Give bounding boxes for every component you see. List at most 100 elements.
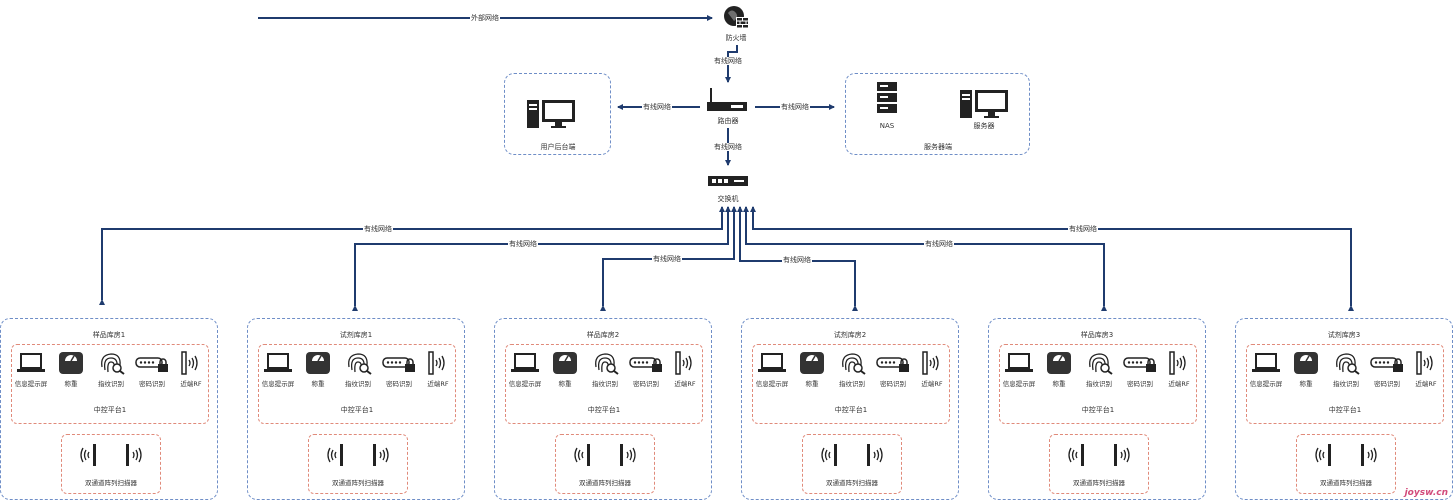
laptop-icon	[264, 353, 292, 372]
rf-label: 近端RF	[674, 380, 696, 388]
control-platform: 信息提示屏 称重	[11, 344, 209, 424]
nas-label: NAS	[879, 122, 895, 130]
scanner-right-icon	[372, 444, 389, 466]
fingerprint-label: 指纹识别	[592, 380, 618, 388]
rf-reader-icon	[675, 351, 692, 375]
fingerprint-icon	[1089, 353, 1113, 375]
scanner-box: 双通道阵列扫描器	[1296, 434, 1396, 494]
rf-device: 近端RF	[1407, 351, 1445, 388]
scale-device: 称重	[1040, 351, 1078, 388]
branch-label-1: 有线网络	[363, 225, 393, 233]
rf-label: 近端RF	[180, 380, 202, 388]
fingerprint-device: 指纹识别	[92, 351, 130, 388]
password-lock-icon	[629, 357, 662, 372]
laptop-icon	[758, 353, 786, 372]
controller-label: 中控平台1	[1328, 406, 1362, 414]
branch-label-6: 有线网络	[1068, 225, 1098, 233]
scanner-box: 双通道阵列扫描器	[555, 434, 655, 494]
scanner-box: 双通道阵列扫描器	[802, 434, 902, 494]
scanner-box: 双通道阵列扫描器	[308, 434, 408, 494]
switch-icon	[708, 176, 748, 186]
fingerprint-icon	[101, 353, 125, 375]
screen-label: 信息提示屏	[1002, 380, 1036, 388]
password-label: 密码识别	[386, 380, 412, 388]
rf-reader-icon	[1416, 351, 1433, 375]
password-label: 密码识别	[1127, 380, 1153, 388]
rf-device: 近端RF	[913, 351, 951, 388]
scale-device: 称重	[793, 351, 831, 388]
screen-label: 信息提示屏	[14, 380, 48, 388]
storage-room-4: 试剂库房2 信息提示屏 称重	[741, 318, 959, 500]
scale-label: 称重	[805, 380, 819, 388]
wired-label-router-user: 有线网络	[642, 103, 672, 111]
scanner-left-icon	[1068, 444, 1085, 466]
room-title: 试剂库房2	[833, 331, 867, 339]
branch-label-3: 有线网络	[652, 255, 682, 263]
scanner-label: 双通道阵列扫描器	[1073, 479, 1125, 487]
control-platform: 信息提示屏 称重	[505, 344, 703, 424]
branch-label-4: 有线网络	[782, 256, 812, 264]
laptop-icon	[511, 353, 539, 372]
rf-label: 近端RF	[427, 380, 449, 388]
fingerprint-icon	[348, 353, 372, 375]
scanner-right-icon	[125, 444, 142, 466]
room-title: 样品库房3	[1080, 331, 1114, 339]
rf-reader-icon	[181, 351, 198, 375]
room-title: 试剂库房3	[1327, 331, 1361, 339]
scale-icon	[59, 352, 83, 374]
router-icon	[707, 88, 747, 111]
password-device: 密码识别	[874, 351, 912, 388]
fingerprint-label: 指纹识别	[839, 380, 865, 388]
control-platform: 信息提示屏 称重	[999, 344, 1197, 424]
desktop-computer-icon	[527, 100, 575, 128]
rf-device: 近端RF	[419, 351, 457, 388]
server-group-label: 服务器端	[924, 143, 952, 151]
server-group: NAS 服务器 服务器端	[845, 73, 1030, 155]
scanner-box: 双通道阵列扫描器	[61, 434, 161, 494]
user-backend-label: 用户后台端	[540, 143, 576, 151]
branch-label-5: 有线网络	[924, 240, 954, 248]
laptop-icon	[1252, 353, 1280, 372]
control-platform: 信息提示屏 称重	[258, 344, 456, 424]
rf-label: 近端RF	[921, 380, 943, 388]
rf-device: 近端RF	[1160, 351, 1198, 388]
scale-device: 称重	[52, 351, 90, 388]
laptop-icon	[17, 353, 45, 372]
password-device: 密码识别	[1368, 351, 1406, 388]
controller-label: 中控平台1	[340, 406, 374, 414]
scanner-left-icon	[327, 444, 344, 466]
scanner-left-icon	[80, 444, 97, 466]
scanner-right-icon	[1113, 444, 1130, 466]
password-device: 密码识别	[1121, 351, 1159, 388]
fingerprint-device: 指纹识别	[339, 351, 377, 388]
fingerprint-icon	[842, 353, 866, 375]
branch-line-1	[99, 206, 725, 305]
room-title: 样品库房2	[586, 331, 620, 339]
fingerprint-label: 指纹识别	[1086, 380, 1112, 388]
scale-label: 称重	[311, 380, 325, 388]
screen-device: 信息提示屏	[753, 351, 791, 388]
scanner-left-icon	[1315, 444, 1332, 466]
firewall-router-line	[725, 45, 738, 83]
fingerprint-label: 指纹识别	[98, 380, 124, 388]
fingerprint-icon	[595, 353, 619, 375]
password-device: 密码识别	[627, 351, 665, 388]
screen-label: 信息提示屏	[1249, 380, 1283, 388]
rf-reader-icon	[922, 351, 939, 375]
scale-label: 称重	[558, 380, 572, 388]
screen-label: 信息提示屏	[261, 380, 295, 388]
password-lock-icon	[382, 357, 415, 372]
password-device: 密码识别	[380, 351, 418, 388]
scanner-right-icon	[1360, 444, 1377, 466]
fingerprint-label: 指纹识别	[345, 380, 371, 388]
switch-label: 交换机	[717, 195, 739, 203]
password-device: 密码识别	[133, 351, 171, 388]
scanner-right-icon	[619, 444, 636, 466]
fingerprint-device: 指纹识别	[833, 351, 871, 388]
scale-device: 称重	[546, 351, 584, 388]
server-computer-icon	[960, 90, 1008, 118]
controller-label: 中控平台1	[93, 406, 127, 414]
scale-label: 称重	[1052, 380, 1066, 388]
external-network-label: 外部网络	[470, 14, 500, 22]
scanner-left-icon	[574, 444, 591, 466]
